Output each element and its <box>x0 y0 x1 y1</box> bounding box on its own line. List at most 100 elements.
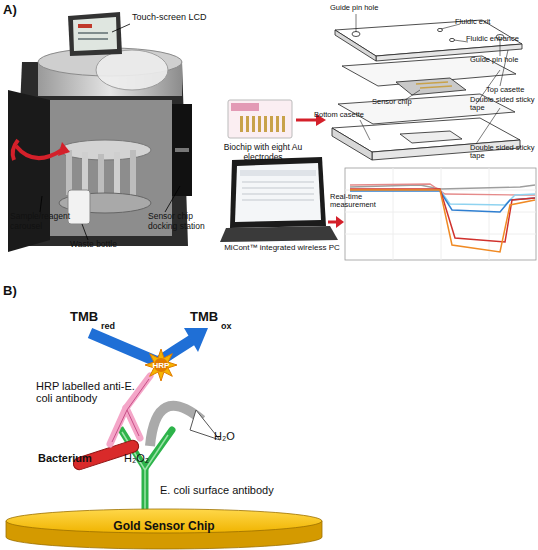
chemical-name: H₂O <box>214 430 254 442</box>
measurement-chart-part <box>489 168 490 260</box>
gold-chip-disk: Gold Sensor Chip <box>5 508 323 550</box>
part-label: Fluidic entrance <box>466 35 536 43</box>
instrument-photo-part <box>112 24 130 32</box>
instrument-photo-part <box>16 146 62 158</box>
molecule-label: HRP labelled anti-E. coli antibody <box>36 380 148 405</box>
red-arrow-part <box>328 221 336 224</box>
molecule-label: Bacterium <box>38 452 108 464</box>
node-text: Gold Sensor Chip <box>113 519 214 533</box>
node-text: HRP <box>153 361 170 370</box>
biochip-image-part <box>264 116 267 132</box>
instrument-photo-part <box>68 12 122 56</box>
red-arrow-part <box>296 119 316 122</box>
measurement-chart <box>345 168 536 260</box>
cassette-exploded-view-part <box>352 32 360 37</box>
chemical-subscript: red <box>101 321 131 331</box>
part-label: Top casette <box>486 86 538 94</box>
instrument-photo-part <box>130 150 136 195</box>
instrument-photo-part <box>165 186 180 212</box>
peroxide-arrow <box>150 406 220 446</box>
instrument-photo-part <box>82 224 88 240</box>
biochip-image-part <box>228 100 292 138</box>
cassette-exploded-view-part <box>332 128 372 160</box>
instrument-photo-part <box>175 148 189 152</box>
instrument-photo-part <box>66 150 72 195</box>
part-label: Guide pin hole <box>470 56 536 64</box>
instrument-photo-part <box>96 50 168 90</box>
substrate-arrow <box>90 328 208 362</box>
laptop-image <box>220 157 338 242</box>
instrument-photo-part <box>172 104 192 196</box>
instrument-photo-part <box>114 152 120 197</box>
part-label: Double sided sticky tape <box>470 96 538 113</box>
measurement-chart-part <box>345 168 536 260</box>
biochip-image-part <box>240 116 243 132</box>
hrp-labelled-antibody-part <box>127 410 139 436</box>
part-label: Double sided sticky tape <box>470 144 538 161</box>
cassette-exploded-view-part <box>450 38 455 41</box>
instrument-photo-part <box>59 140 151 160</box>
instrument-photo-part <box>98 154 104 199</box>
instrument-photo-part <box>78 32 108 34</box>
laptop-image-part <box>220 226 338 242</box>
measurement-chart-part <box>393 168 394 260</box>
hrp-labelled-antibody-part <box>126 408 140 438</box>
instrument-photo-part <box>73 17 117 51</box>
measurement-chart-part <box>441 168 442 260</box>
laptop-image-part <box>240 170 316 176</box>
instrument-photo-part <box>13 140 18 160</box>
laptop-image-part <box>242 200 314 201</box>
biochip-image-part <box>276 116 279 132</box>
laptop-image-part <box>242 182 314 183</box>
biochip-image-part <box>270 116 273 132</box>
arrow-label: Real-time measurement <box>330 193 386 210</box>
substrate-arrow-part <box>184 328 208 352</box>
panel-letter: A) <box>3 3 33 18</box>
cassette-exploded-view-part <box>420 86 452 88</box>
instrument-photo-part <box>58 142 70 156</box>
cassette-exploded-view-part <box>454 40 468 42</box>
laptop-image-part <box>242 194 314 195</box>
biochip-image-part <box>246 116 249 132</box>
image-caption: MiCont™ integrated wireless PC <box>222 244 342 253</box>
part-label: Sensor chip docking station <box>148 212 210 231</box>
cassette-exploded-view-part <box>400 131 462 143</box>
part-label: Sensor chip <box>372 98 422 106</box>
chip-face <box>6 509 322 533</box>
molecule-label: E. coli surface antibody <box>160 484 310 496</box>
chemical-subscript: ox <box>221 321 251 331</box>
substrate-arrow-part <box>90 333 192 362</box>
laptop-image-part <box>235 163 321 222</box>
red-arrow <box>328 216 344 228</box>
panel-letter: B) <box>3 284 33 299</box>
measurement-chart-part <box>350 190 535 252</box>
cassette-exploded-view-part <box>360 120 370 140</box>
part-label: Bottom casette <box>314 111 374 119</box>
part-label: Touch-screen LCD <box>132 12 222 22</box>
instrument-photo-part <box>68 190 90 224</box>
laptop-image-part <box>230 157 326 228</box>
part-label: Fluidic exit <box>455 18 515 26</box>
biochip-image-part <box>252 116 255 132</box>
chemical-name: H₂O₂ <box>124 452 164 464</box>
instrument-photo-part <box>40 196 42 212</box>
instrument-photo-part <box>78 38 108 40</box>
cassette-exploded-view-part <box>335 30 376 61</box>
biochip-image-part <box>258 116 261 132</box>
enzyme-star <box>145 349 177 381</box>
cassette-exploded-view-part <box>396 78 466 95</box>
cassette-exploded-view-part <box>356 14 357 32</box>
image-caption: Biochip with eight Au electrodes <box>213 143 313 162</box>
cassette-exploded-view-part <box>416 82 448 84</box>
cassette-exploded-view-part <box>476 108 500 144</box>
enzyme-star: HRP <box>144 349 178 381</box>
part-label: Sample/reagent carousel <box>10 212 76 231</box>
part-label: Guide pin hole <box>330 4 400 12</box>
part-label: Waste bottle <box>70 240 140 250</box>
instrument-photo-part <box>78 24 92 28</box>
biochip-image-part <box>231 103 259 111</box>
biochip-image <box>228 100 292 138</box>
